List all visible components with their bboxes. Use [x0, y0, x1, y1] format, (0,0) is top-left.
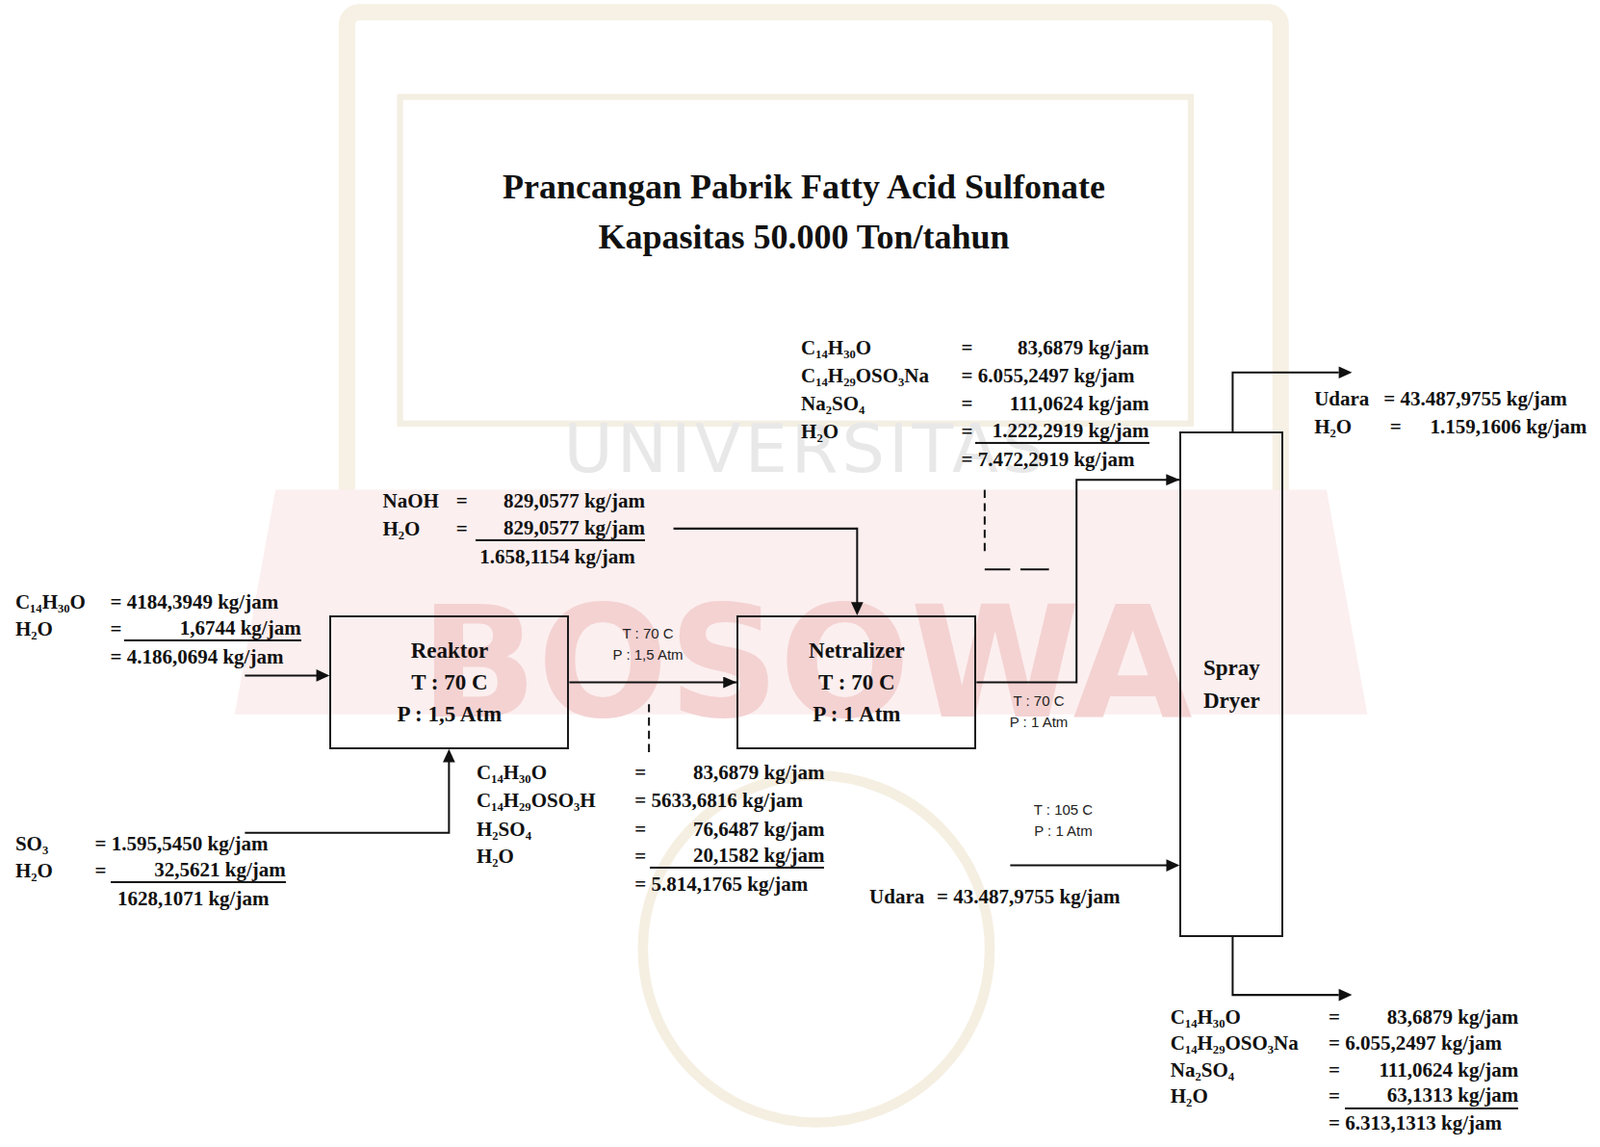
component: NaOH: [382, 489, 439, 513]
equals-sign: =: [456, 516, 468, 541]
equals-sign: =: [1328, 1058, 1341, 1082]
component: Udara: [869, 884, 925, 908]
unit-condition: P : 1 Atm: [812, 697, 901, 730]
flow-value: 76,6487 kg/jam: [693, 817, 826, 841]
flow-total: = 4.186,0694 kg/jam: [109, 644, 284, 668]
component: Na₂SO₄: [800, 391, 865, 415]
equals-sign: =: [634, 760, 646, 784]
component: H₂O: [15, 858, 53, 882]
equals-sign: =: [960, 419, 973, 443]
unit-name: Reaktor: [411, 634, 489, 667]
flow-value: = 6.055,2497 kg/jam: [1328, 1031, 1502, 1055]
condition-label: T : 70 C: [1012, 693, 1064, 710]
flow-value: 829,0577 kg/jam: [503, 489, 646, 513]
flow-value: = 5633,6816 kg/jam: [634, 788, 803, 812]
diagram-title: Prancangan Pabrik Fatty Acid Sulfonate K…: [428, 161, 1180, 262]
arrowhead: [1166, 858, 1181, 872]
equals-sign: =: [1328, 1083, 1341, 1108]
air-stream-line: [1009, 864, 1167, 867]
flow-value: 1.159,1606 kg/jam: [1429, 414, 1587, 439]
component: C₁₄H₂₉OSO₃H: [476, 788, 596, 812]
flow-value: 83,6879 kg/jam: [1387, 1005, 1520, 1029]
flow-total: 1.658,1154 kg/jam: [479, 544, 636, 568]
arrowhead: [1339, 365, 1353, 379]
component: C₁₄H₃₀O: [476, 760, 547, 784]
component: H₂O: [1314, 414, 1352, 439]
equals-sign: =: [1390, 414, 1402, 439]
equals-sign: =: [960, 335, 973, 360]
arrowhead: [316, 669, 331, 682]
component: H₂O: [382, 516, 420, 541]
unit-condition: P : 1,5 Atm: [397, 697, 503, 730]
flow-value: 111,0624 kg/jam: [1009, 391, 1150, 415]
flow-value: = 43.487,9755 kg/jam: [1383, 387, 1567, 411]
flow-connector: [568, 681, 737, 684]
process-box: NetralizerT : 70 CP : 1 Atm: [736, 615, 977, 749]
flow-value: 1.222,2919 kg/jam: [975, 418, 1149, 444]
unit-name: Spray Dryer: [1188, 651, 1274, 717]
component: H₂SO₄: [476, 817, 532, 841]
process-box: ReaktorT : 70 CP : 1,5 Atm: [329, 615, 569, 749]
equals-sign: =: [960, 391, 973, 415]
unit-condition: T : 70 C: [818, 666, 895, 698]
component: H₂O: [800, 419, 839, 443]
equals-sign: =: [634, 817, 646, 841]
equals-sign: =: [109, 617, 122, 641]
condition-label: P : 1 Atm: [1009, 714, 1069, 731]
dashed-leader: [983, 490, 986, 557]
component: Na₂SO₄: [1170, 1058, 1235, 1082]
watermark-emblem: [643, 774, 990, 1122]
component: SO₃: [15, 830, 49, 854]
component: H₂O: [476, 844, 515, 868]
feed-stream-line: [244, 760, 449, 832]
flow-value: 63,1313 kg/jam: [1344, 1083, 1519, 1109]
component: C₁₄H₃₀O: [1170, 1005, 1241, 1029]
component: C₁₄H₂₉OSO₃Na: [1170, 1031, 1299, 1055]
component: C₁₄H₃₀O: [800, 335, 872, 360]
flow-value: 20,1582 kg/jam: [649, 843, 825, 869]
component: Udara: [1314, 387, 1369, 411]
dryer-column: Spray Dryer: [1179, 431, 1284, 937]
flow-value: = 1.595,5450 kg/jam: [95, 830, 269, 854]
flow-value: 829,0577 kg/jam: [475, 516, 646, 542]
flow-total: = 5.814,1765 kg/jam: [634, 872, 808, 896]
flow-value: 83,6879 kg/jam: [1017, 335, 1150, 360]
flow-value: = 6.055,2497 kg/jam: [960, 363, 1135, 388]
flow-value: 32,5621 kg/jam: [110, 857, 286, 883]
equals-sign: =: [456, 489, 468, 513]
flow-value: 83,6879 kg/jam: [693, 760, 826, 784]
condition-label: T : 70 C: [622, 625, 674, 643]
unit-name: Netralizer: [808, 634, 905, 667]
condition-label: P : 1 Atm: [1033, 822, 1093, 839]
flow-value: = 43.487,9755 kg/jam: [936, 884, 1120, 908]
component: H₂O: [15, 617, 53, 641]
equals-sign: =: [95, 858, 107, 882]
arrowhead: [1339, 988, 1353, 1002]
flow-value: 111,0624 kg/jam: [1379, 1058, 1520, 1082]
unit-condition: T : 70 C: [411, 666, 488, 698]
condition-label: T : 105 C: [1033, 800, 1093, 818]
flow-value: = 4184,3949 kg/jam: [109, 590, 279, 614]
condition-label: P : 1,5 Atm: [613, 646, 684, 664]
feed-stream-line: [244, 673, 317, 676]
equals-sign: =: [1328, 1005, 1341, 1029]
component: C₁₄H₂₉OSO₃Na: [800, 363, 930, 388]
watermark-frame: [400, 97, 1191, 424]
equals-sign: =: [634, 844, 646, 868]
component: C₁₄H₃₀O: [15, 590, 86, 614]
flow-total: = 6.313,1313 kg/jam: [1328, 1110, 1502, 1135]
flow-value: 1,6744 kg/jam: [124, 616, 301, 642]
flow-total: = 7.472,2919 kg/jam: [960, 447, 1135, 471]
product-stream-line: [1232, 936, 1339, 995]
flow-total: 1628,1071 kg/jam: [117, 886, 270, 910]
component: H₂O: [1170, 1083, 1209, 1108]
dashed-leader: [984, 567, 1050, 570]
